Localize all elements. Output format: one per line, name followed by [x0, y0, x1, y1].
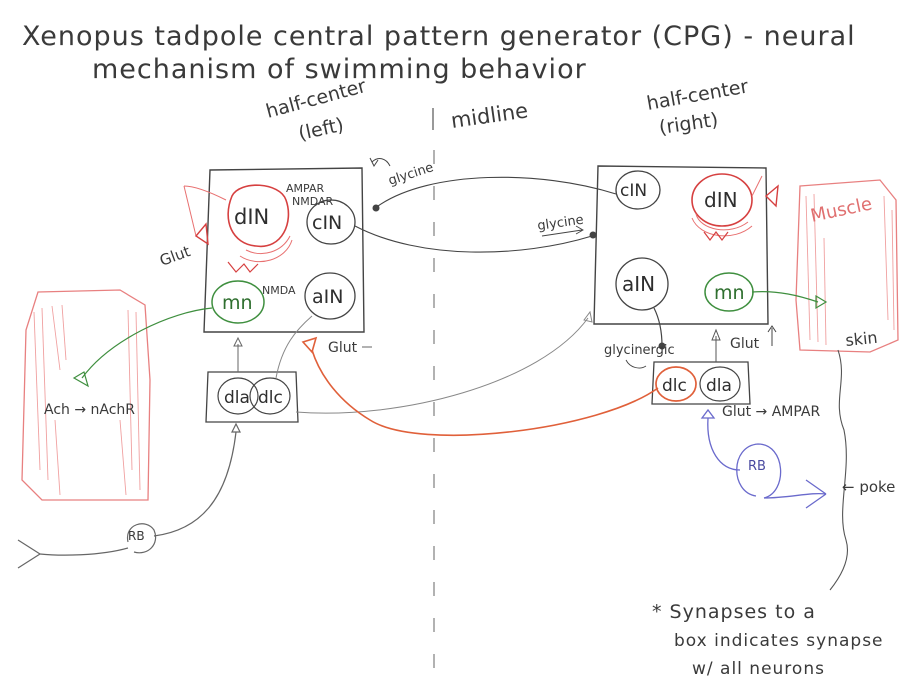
left-sensory-outline — [205, 371, 299, 423]
midline-label: midline — [449, 98, 529, 133]
title-line-1: Xenopus tadpole central pattern generato… — [22, 21, 856, 52]
right-cin-label: cIN — [620, 181, 647, 201]
left-dlc-to-right-box — [295, 310, 593, 414]
left-dla-neuron — [217, 377, 259, 415]
receptor-ampar: AMPAR — [286, 182, 324, 195]
right-muscle-outline — [795, 179, 899, 353]
right-sensory-outline — [651, 361, 751, 405]
left-ain-to-left-dlc — [275, 315, 313, 379]
left-muscle-region — [21, 289, 151, 501]
nmda-label: NMDA — [262, 284, 296, 297]
left-dlc-label: dlc — [258, 388, 283, 408]
poke-label: ← poke — [842, 478, 895, 496]
left-box-outline — [203, 167, 365, 333]
left-dlc-neuron — [249, 377, 291, 415]
right-ain-to-right-dlc: glycinergic — [604, 307, 675, 369]
right-ain-label: aIN — [622, 272, 655, 296]
right-mn-neuron: mn — [704, 272, 754, 312]
left-sensory-box: dla dlc — [205, 371, 299, 423]
right-cin-to-left-box — [372, 176, 617, 212]
left-ain-neuron: aIN — [304, 272, 356, 320]
skin-line: skin — [829, 328, 878, 591]
footnote-line-2: box indicates synapse — [674, 631, 884, 651]
left-half-center-header: half-center (left) — [264, 75, 369, 145]
muscle-label: Muscle — [809, 193, 874, 226]
right-dla-neuron — [699, 366, 741, 402]
right-dla-label: dla — [706, 376, 732, 396]
left-header-line-2: (left) — [296, 114, 345, 145]
left-half-center-box: dIN AMPAR NMDAR Glut cIN mn NMDA aIN — [157, 167, 365, 333]
right-mn-to-muscle — [751, 291, 828, 310]
glycine-top-annotation: glycine — [369, 157, 436, 189]
left-muscle-outline — [21, 289, 151, 501]
glycine-mid-label: glycine — [536, 213, 584, 234]
right-cin-neuron: cIN — [615, 170, 661, 210]
right-dlc-label: dlc — [662, 376, 687, 396]
left-cin-label: cIN — [312, 212, 342, 234]
right-header-line-1: half-center — [645, 75, 750, 115]
right-box-outline — [593, 165, 769, 325]
right-muscle-hatching — [805, 193, 895, 346]
left-din-glut-terminal — [194, 222, 209, 246]
left-din-label: dIN — [234, 205, 269, 229]
left-mn-to-muscle: Ach → nAchR — [44, 307, 213, 418]
left-mn-label: mn — [222, 292, 253, 314]
left-rb-neuron: RB — [17, 422, 241, 569]
footnote: * Synapses to a box indicates synapse w/… — [652, 601, 884, 679]
skin-path — [829, 349, 848, 591]
right-dlc-to-left-box: Glut — [301, 336, 659, 437]
glut-left-label: Glut — [157, 242, 193, 270]
right-ain-neuron: aIN — [615, 257, 669, 311]
right-sensory-to-right-box: Glut — [711, 325, 777, 362]
right-rb-label: RB — [748, 459, 766, 474]
left-dla-label: dla — [224, 388, 250, 408]
glut-right-label: Glut — [730, 336, 760, 352]
right-header-line-2: (right) — [658, 109, 720, 139]
title-block: Xenopus tadpole central pattern generato… — [22, 21, 856, 85]
glut-ampar-label: Glut → AMPAR — [722, 404, 821, 420]
right-din-glut-terminal — [764, 184, 779, 208]
title-line-2: mechanism of swimming behavior — [92, 54, 587, 85]
left-ain-label: aIN — [312, 286, 343, 308]
right-din-neuron: dIN — [691, 173, 779, 241]
right-half-center-box: cIN dIN aIN mn — [593, 165, 779, 325]
glycinergic-label: glycinergic — [604, 343, 675, 358]
glycine-mid-annotation: glycine — [536, 213, 585, 237]
right-muscle-region: Muscle — [795, 179, 899, 353]
left-cin-neuron: cIN — [306, 199, 356, 245]
receptor-nmdar: NMDAR — [292, 195, 334, 208]
skin-label: skin — [844, 328, 878, 350]
footnote-line-3: w/ all neurons — [692, 659, 825, 679]
left-mn-neuron: mn — [211, 280, 265, 324]
left-din-neuron: dIN — [183, 184, 293, 273]
footnote-line-1: * Synapses to a — [652, 601, 816, 623]
right-half-center-header: half-center (right) — [645, 75, 750, 139]
right-din-label: dIN — [704, 188, 738, 212]
glut-center-label: Glut — [328, 340, 358, 356]
right-sensory-box: dlc dla — [651, 361, 751, 405]
right-dlc-neuron — [655, 366, 697, 402]
left-sensory-to-left-box — [233, 336, 243, 372]
midline-header: midline — [432, 98, 529, 133]
left-cin-to-right-box — [354, 225, 597, 253]
right-mn-label: mn — [714, 282, 745, 304]
left-muscle-hatching — [33, 304, 141, 496]
left-rb-label: RB — [128, 529, 145, 543]
ach-label: Ach → nAchR — [44, 402, 135, 418]
right-rb-neuron: RB Glut → AMPAR ← poke — [700, 404, 895, 509]
